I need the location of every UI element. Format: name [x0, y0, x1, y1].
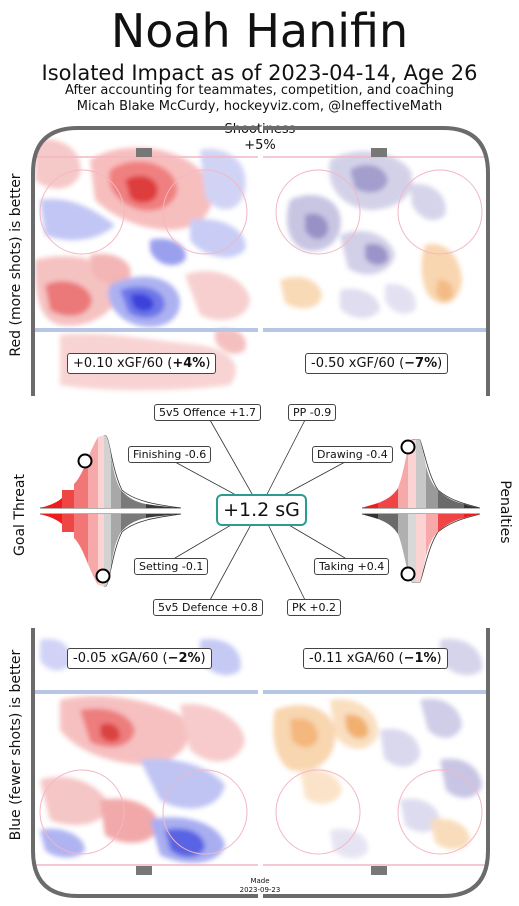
pp-xg-box: -0.50 xGF/60 (−7%): [305, 353, 449, 374]
pp-pct: −7%: [404, 356, 438, 371]
pk-heatmap: [263, 639, 488, 866]
component-drawing: Drawing -0.4: [312, 446, 393, 463]
top-rinks-side-label: Red (more shots) is better: [8, 173, 24, 357]
offence-5v5-heatmap: [33, 139, 258, 391]
offence-5v5-xg-box: +0.10 xGF/60 (+4%): [67, 353, 217, 374]
defence-5v5-rink: [31, 628, 258, 898]
component-finishing: Finishing -0.6: [128, 446, 212, 463]
pk-xg-text: -0.11 xGA/60 (: [309, 651, 404, 666]
goal-threat-label: Goal Threat: [12, 474, 28, 556]
component-defence-5v5: 5v5 Defence +0.8: [153, 599, 263, 616]
component-pk: PK +0.2: [287, 599, 342, 616]
pk-pct: −1%: [403, 651, 437, 666]
penalties-lower-marker: [400, 566, 416, 582]
shootiness-label: Shootiness +5%: [200, 122, 320, 154]
page-subtitle: Isolated Impact as of 2023-04-14, Age 26: [41, 61, 478, 85]
goal-threat-lower-marker: [95, 568, 111, 584]
shootiness-value: +5%: [244, 138, 276, 153]
pp-tail: ): [437, 356, 443, 371]
offence-5v5-xg-text: +0.10 xGF/60 (: [73, 356, 173, 371]
offence-5v5-tail: ): [205, 356, 211, 371]
goal-threat-upper-marker: [77, 453, 93, 469]
penalties-upper-marker: [400, 439, 416, 455]
component-offence-5v5: 5v5 Offence +1.7: [154, 404, 262, 421]
defence-5v5-xg-box: -0.05 xGA/60 (−2%): [67, 648, 212, 669]
penalties-distribution: [361, 439, 481, 583]
pp-xg-text: -0.50 xGF/60 (: [311, 356, 405, 371]
component-pp: PP -0.9: [288, 404, 337, 421]
defence-5v5-heatmap: [33, 638, 258, 866]
author-credit: Micah Blake McCurdy, hockeyviz.com, @Ine…: [76, 99, 443, 114]
component-setting: Setting -0.1: [134, 558, 209, 575]
method-note: After accounting for teammates, competit…: [65, 83, 454, 98]
goal-threat-distribution: [39, 435, 182, 587]
connector-pp: [259, 419, 306, 509]
defence-5v5-tail: ): [200, 651, 206, 666]
pp-heatmap: [263, 151, 488, 332]
offence-5v5-pct: +4%: [172, 356, 206, 371]
made-date: 2023-09-23: [239, 886, 281, 894]
connector-offence: [209, 419, 261, 509]
pp-rink: [263, 126, 490, 396]
page-title: Noah Hanifin: [110, 4, 409, 58]
pk-rink: [263, 628, 490, 898]
total-sg-box: +1.2 sG: [216, 494, 307, 526]
made-label: Made: [250, 877, 270, 885]
offence-5v5-rink: [31, 126, 258, 396]
defence-5v5-pct: −2%: [167, 651, 201, 666]
bottom-rinks-side-label: Blue (fewer shots) is better: [8, 649, 24, 841]
defence-5v5-xg-text: -0.05 xGA/60 (: [73, 651, 168, 666]
pk-xg-box: -0.11 xGA/60 (−1%): [303, 648, 448, 669]
pk-tail: ): [436, 651, 442, 666]
shootiness-title: Shootiness: [224, 122, 296, 137]
made-date-label: Made 2023-09-23: [230, 877, 290, 895]
penalties-label: Penalties: [497, 480, 513, 544]
component-taking: Taking +0.4: [314, 558, 390, 575]
